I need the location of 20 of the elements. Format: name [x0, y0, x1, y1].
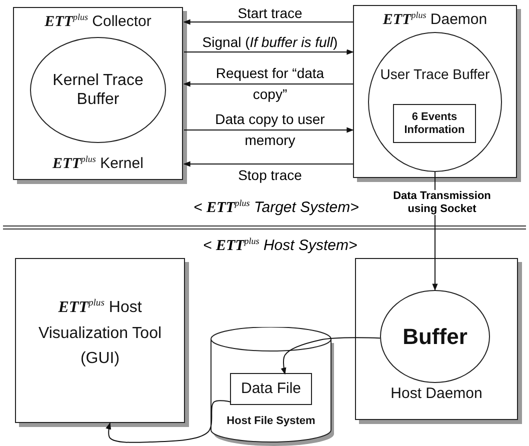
- section-label: < ETT$^{plus}$ Target System>: [194, 198, 359, 217]
- node-label: Host Daemon: [390, 385, 484, 403]
- arrow: [184, 127, 354, 133]
- node-label: 6 Events Information: [403, 110, 466, 137]
- arrow: [183, 19, 354, 25]
- arrow: [184, 49, 354, 55]
- node-label: ETT$^{plus}$ Collector: [44, 12, 152, 31]
- arrow: [106, 400, 232, 443]
- arrow: [183, 161, 354, 167]
- process-box: [393, 104, 476, 143]
- edge-label: Data copy to user memory: [214, 110, 326, 150]
- node-label: Kernel Trace Buffer: [52, 70, 144, 110]
- section-label: < ETT$^{plus}$ Host System>: [203, 236, 358, 255]
- node-label: User Trace Buffer: [379, 66, 491, 83]
- node-label: ETT$^{plus}$ Host Visualization Tool (GUI): [37, 296, 163, 370]
- arrow: [183, 81, 354, 87]
- node-label: Buffer: [402, 323, 468, 350]
- node-label: ETT$^{plus}$ Daemon: [382, 10, 488, 29]
- edge-label: Request for “data copy”: [214, 64, 326, 104]
- node-label: ETT$^{plus}$ Kernel: [52, 154, 144, 173]
